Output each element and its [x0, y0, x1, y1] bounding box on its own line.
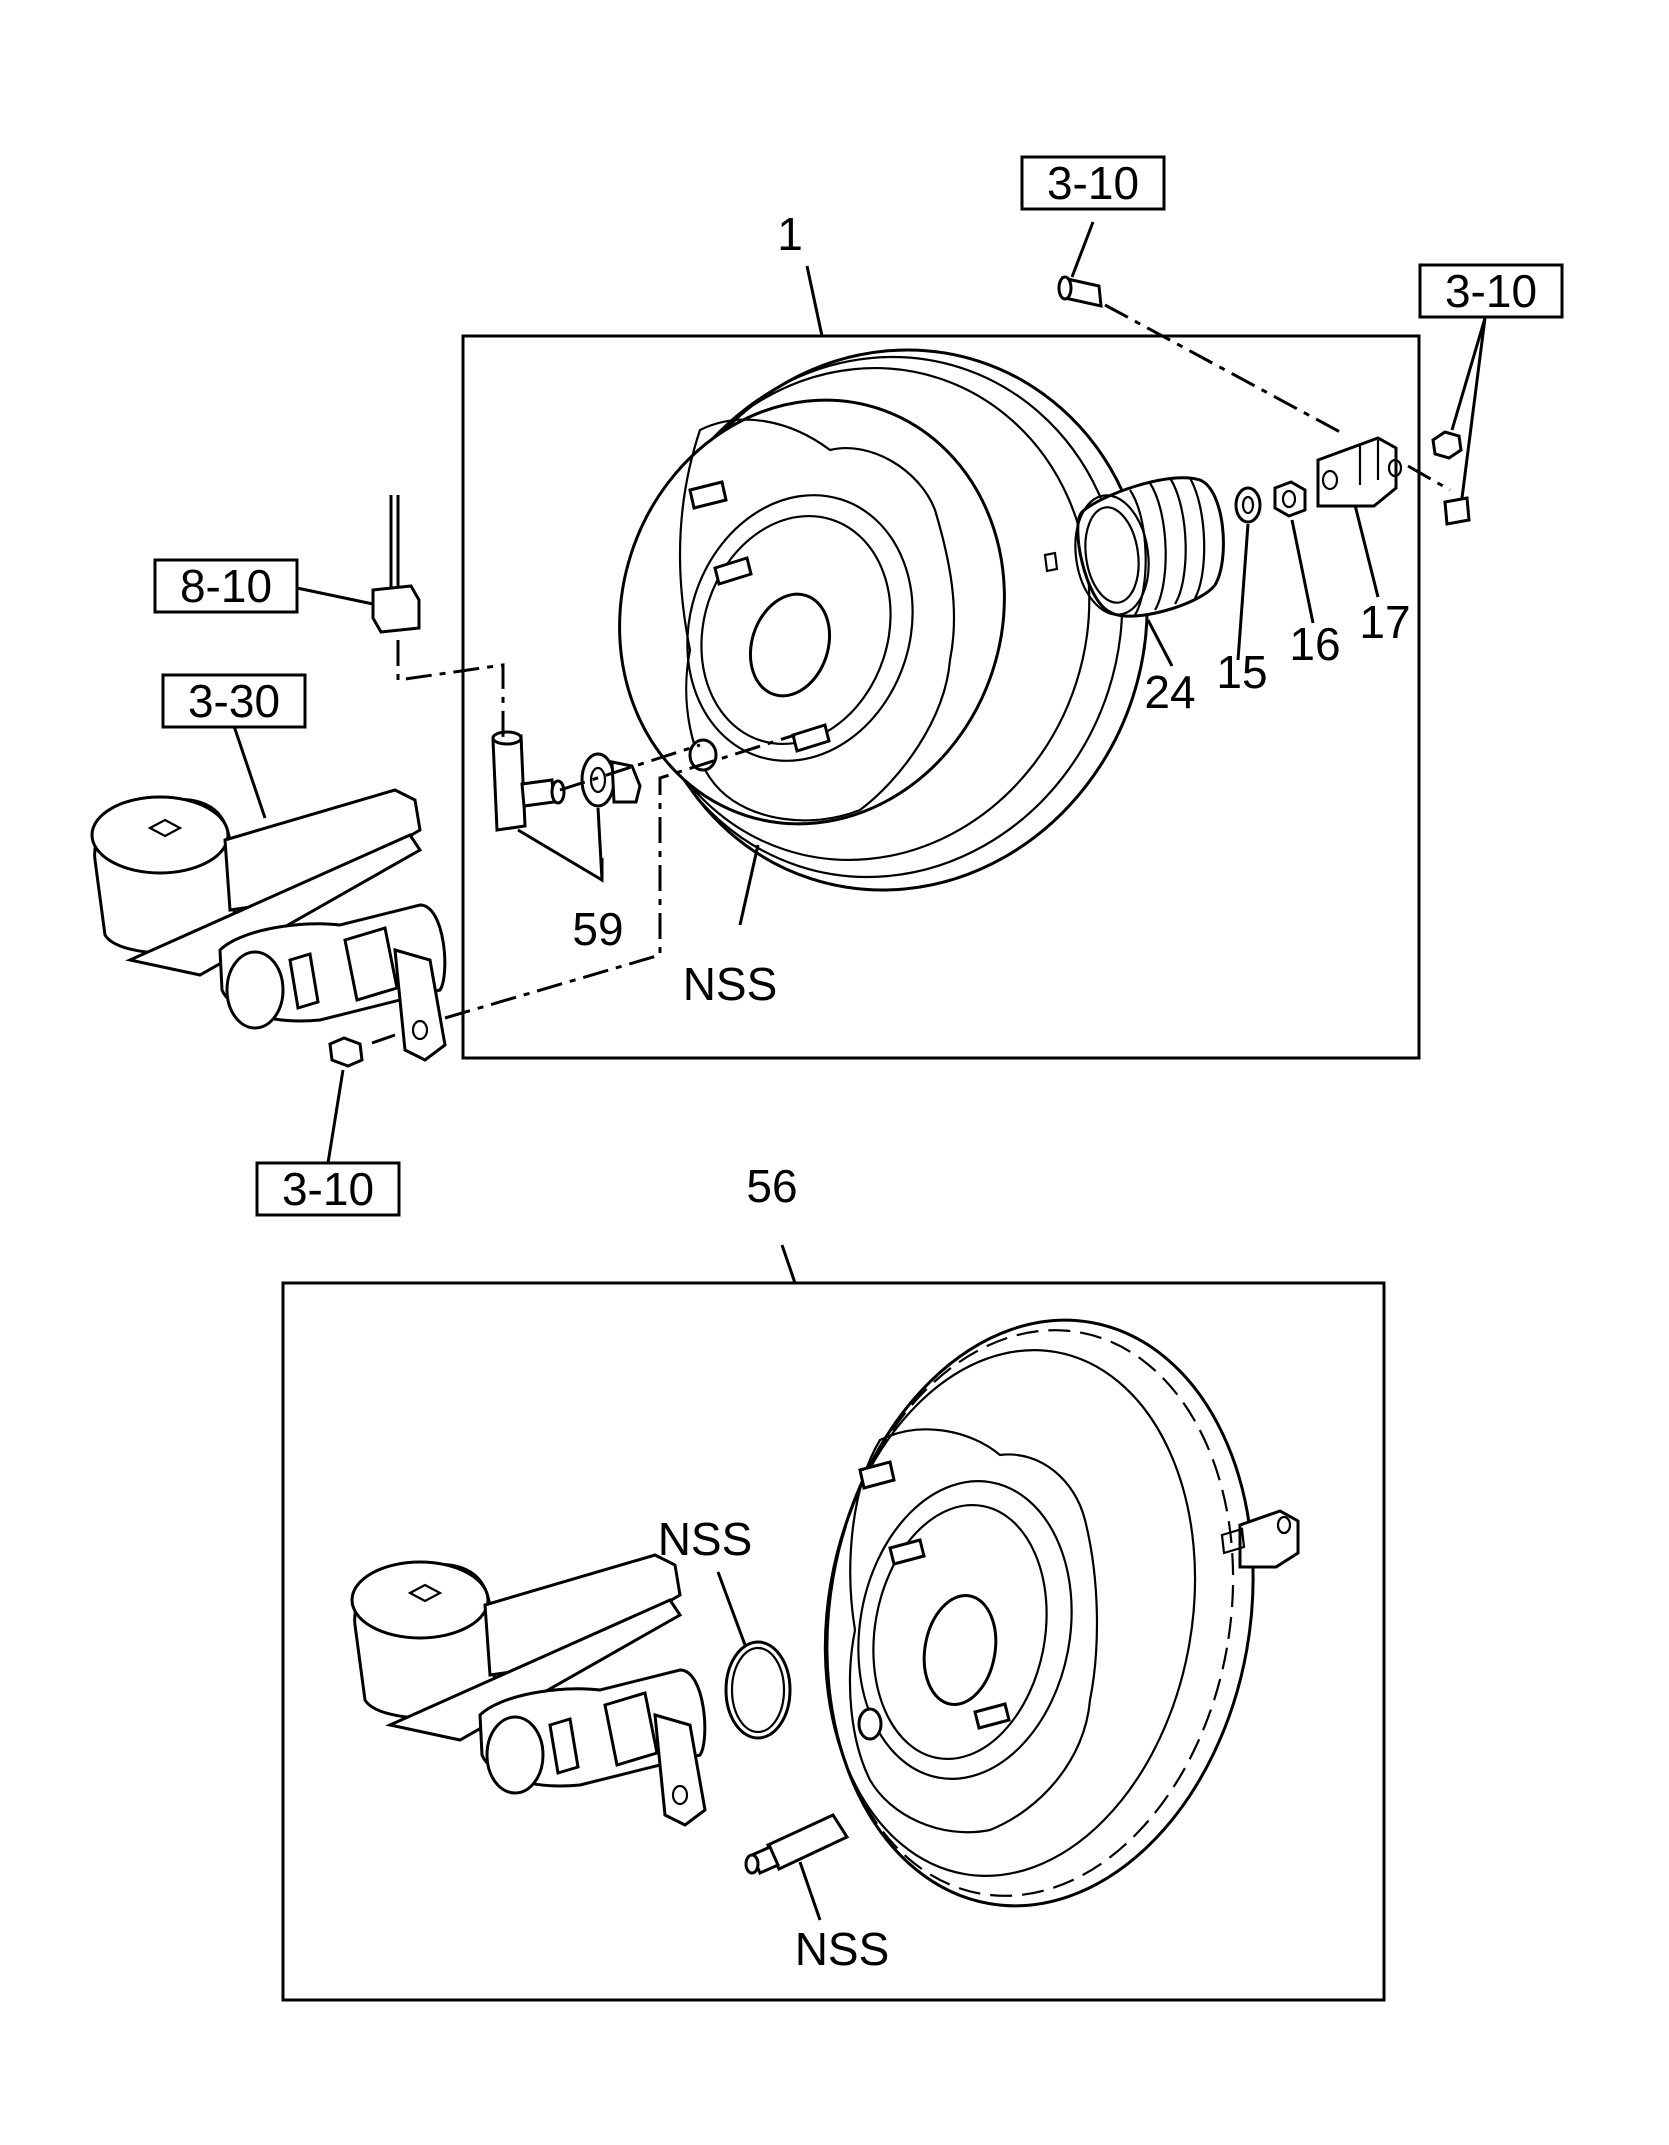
washer-15 [1234, 486, 1262, 524]
lock-nut-right [1431, 430, 1463, 460]
nut-16 [1273, 480, 1307, 518]
label-item-1: 1 [777, 208, 803, 260]
svg-text:8-10: 8-10 [180, 560, 272, 612]
top-assembly-frame [461, 334, 1421, 1060]
ref-box-top-pin: 3-10 [1020, 155, 1166, 211]
clevis-17 [1316, 436, 1403, 508]
bottom-assembly-frame [281, 1281, 1386, 2002]
ref-box-bottom-nut: 3-10 [255, 1161, 401, 1217]
brake-booster-bottom [823, 1318, 1300, 1908]
grease-tube-nss [744, 1813, 850, 1875]
clevis-pin [1057, 275, 1103, 308]
label-item-56: 56 [746, 1160, 797, 1212]
svg-text:3-10: 3-10 [1047, 157, 1139, 209]
boot-24 [1074, 476, 1225, 618]
o-ring-nss [724, 1640, 792, 1740]
label-item-15: 15 [1216, 646, 1267, 698]
ref-box-sensor: 8-10 [153, 558, 299, 614]
label-nss-tube: NSS [795, 1923, 890, 1975]
svg-text:3-10: 3-10 [1445, 265, 1537, 317]
label-nss-oring: NSS [658, 1513, 753, 1565]
mounting-nut-bottom [328, 1036, 364, 1068]
master-cylinder-top [90, 788, 447, 1062]
svg-text:3-30: 3-30 [188, 675, 280, 727]
check-valve-59 [491, 730, 566, 832]
retaining-clip [1443, 496, 1471, 526]
ref-box-master-cylinder: 3-30 [161, 673, 307, 729]
ref-box-right-nut: 3-10 [1418, 263, 1564, 319]
grommet-59 [580, 752, 642, 808]
label-item-16: 16 [1289, 618, 1340, 670]
vacuum-sensor [371, 495, 421, 634]
label-nss-top: NSS [683, 958, 778, 1010]
master-cylinder-bottom [350, 1553, 707, 1827]
svg-text:3-10: 3-10 [282, 1163, 374, 1215]
top-assembly [90, 221, 1487, 1164]
brake-booster-top [618, 348, 1149, 892]
label-item-24: 24 [1144, 666, 1195, 718]
bottom-assembly [281, 1244, 1386, 2002]
label-item-59: 59 [572, 903, 623, 955]
label-item-17: 17 [1359, 596, 1410, 648]
